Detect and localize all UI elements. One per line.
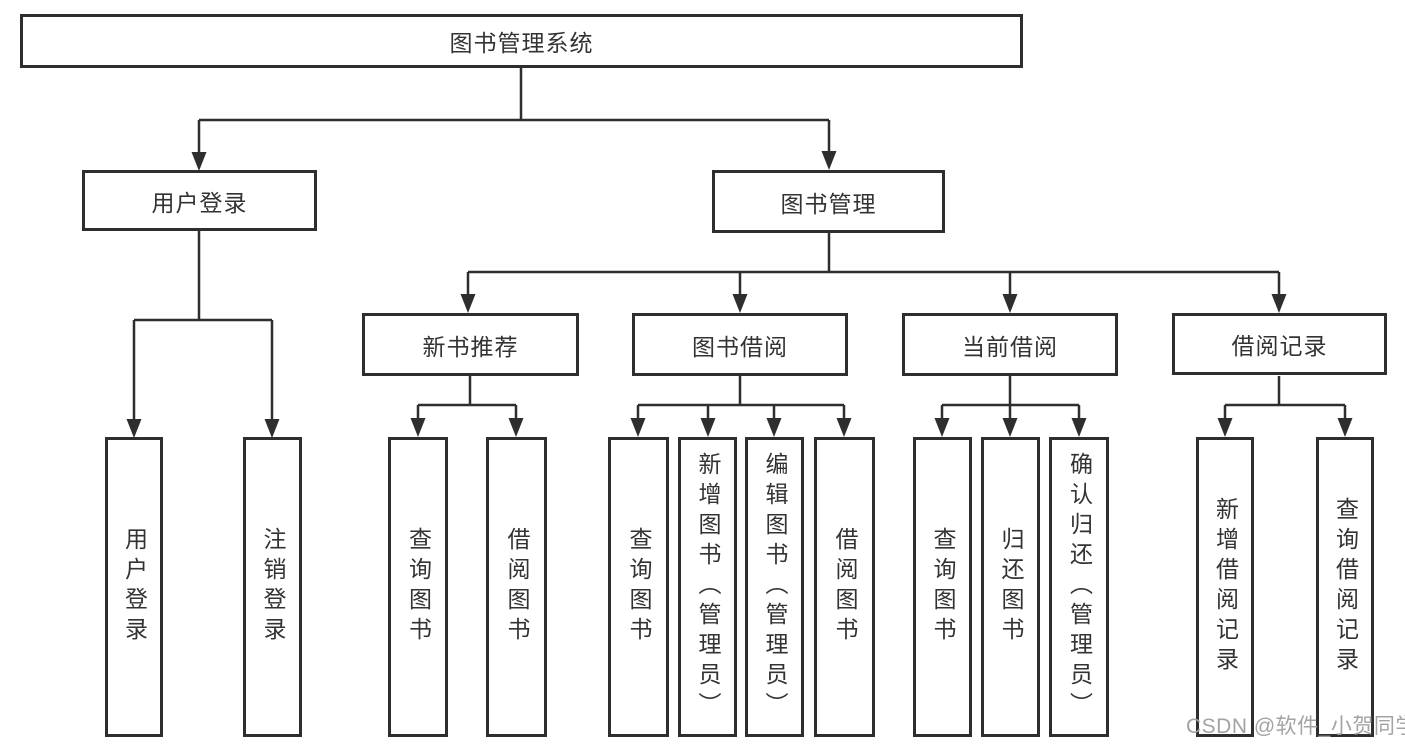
arrowhead-icon <box>460 294 476 313</box>
node-cb-return: 归还图书 <box>981 437 1040 737</box>
node-book-mgmt: 图书管理 <box>712 170 945 233</box>
node-cb-query-label: 查询图书 <box>930 527 956 647</box>
node-current-borrow-label: 当前借阅 <box>962 333 1058 360</box>
arrowhead-icon <box>126 419 142 438</box>
node-bb-borrow: 借阅图书 <box>814 437 875 737</box>
node-nb-query: 查询图书 <box>388 437 448 737</box>
node-root-label: 图书管理系统 <box>449 30 594 56</box>
node-br-query: 查询借阅记录 <box>1316 437 1374 737</box>
node-book-borrow: 图书借阅 <box>632 313 848 376</box>
node-bb-edit-label: 编辑图书（管理员） <box>762 452 788 722</box>
node-leaf-user-login: 用户登录 <box>105 437 163 737</box>
arrowhead-icon <box>1071 418 1087 437</box>
node-root: 图书管理系统 <box>20 14 1023 68</box>
arrowhead-icon <box>630 418 646 437</box>
node-bb-add: 新增图书（管理员） <box>678 437 737 737</box>
node-bb-borrow-label: 借阅图书 <box>832 527 858 647</box>
arrowhead-icon <box>1271 294 1287 313</box>
node-bb-edit: 编辑图书（管理员） <box>745 437 804 737</box>
arrowhead-icon <box>1217 418 1233 437</box>
node-br-add: 新增借阅记录 <box>1196 437 1254 737</box>
arrowhead-icon <box>821 151 837 170</box>
node-borrow-records-label: 借阅记录 <box>1231 333 1328 359</box>
node-book-borrow-label: 图书借阅 <box>692 333 788 360</box>
node-leaf-user-login-label: 用户登录 <box>121 527 148 647</box>
arrowhead-icon <box>700 418 716 437</box>
node-bb-query: 查询图书 <box>608 437 669 737</box>
csdn-watermark: CSDN @软件_小贺同学 <box>1186 715 1405 738</box>
node-bb-query-label: 查询图书 <box>626 527 652 647</box>
arrowhead-icon <box>934 418 950 437</box>
node-book-mgmt-label: 图书管理 <box>780 190 877 217</box>
arrowhead-icon <box>836 418 852 437</box>
node-nb-borrow: 借阅图书 <box>486 437 547 737</box>
arrowhead-icon <box>410 418 426 437</box>
node-new-book-rec-label: 新书推荐 <box>422 333 519 360</box>
arrowhead-icon <box>191 152 207 171</box>
node-nb-borrow-label: 借阅图书 <box>504 527 530 647</box>
node-cb-return-label: 归还图书 <box>998 527 1024 647</box>
node-cb-confirm: 确认归还（管理员） <box>1049 437 1109 737</box>
node-current-borrow: 当前借阅 <box>902 313 1118 376</box>
arrowhead-icon <box>766 418 782 437</box>
node-cb-confirm-label: 确认归还（管理员） <box>1066 452 1093 722</box>
node-br-add-label: 新增借阅记录 <box>1212 497 1239 677</box>
arrowhead-icon <box>732 294 748 313</box>
node-leaf-logout-label: 注销登录 <box>260 527 286 647</box>
node-nb-query-label: 查询图书 <box>405 527 432 647</box>
arrowhead-icon <box>1002 294 1018 313</box>
node-user-login: 用户登录 <box>82 170 317 231</box>
connector-path <box>132 68 1347 423</box>
node-leaf-logout: 注销登录 <box>243 437 302 737</box>
node-br-query-label: 查询借阅记录 <box>1332 497 1359 677</box>
node-bb-add-label: 新增图书（管理员） <box>695 452 721 722</box>
arrowhead-icon <box>1002 418 1018 437</box>
arrowhead-icon <box>1337 418 1353 437</box>
node-borrow-records: 借阅记录 <box>1172 313 1387 375</box>
node-user-login-label: 用户登录 <box>151 189 248 216</box>
arrowhead-icon <box>508 418 524 437</box>
node-cb-query: 查询图书 <box>913 437 972 737</box>
node-new-book-rec: 新书推荐 <box>362 313 579 376</box>
arrowheads <box>126 151 1353 438</box>
arrowhead-icon <box>264 419 280 438</box>
